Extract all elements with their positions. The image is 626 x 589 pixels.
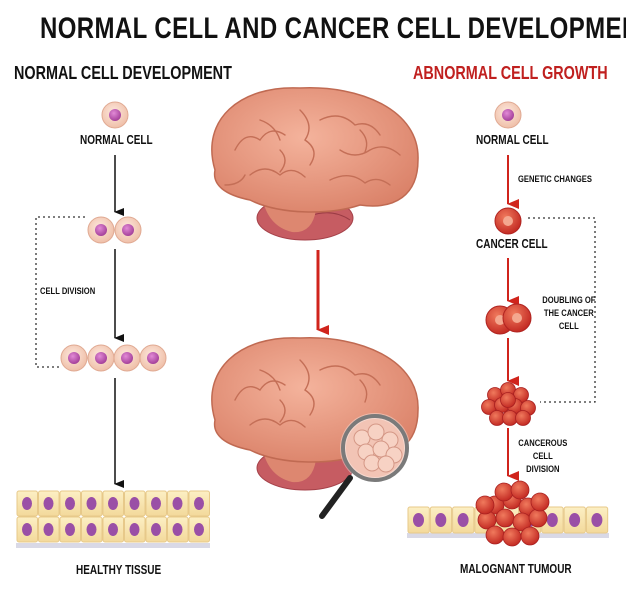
tumour-cell — [494, 482, 514, 502]
normal-cell-label-left: NORMAL CELL — [80, 133, 153, 147]
tissue-nucleus — [172, 523, 183, 536]
cluster-cell — [500, 392, 516, 408]
tissue-nucleus — [457, 513, 469, 527]
cell-division-bracket — [35, 216, 85, 368]
doubling-label: DOUBLING OF THE CANCER CELL — [542, 295, 596, 332]
tissue-nucleus — [22, 523, 32, 536]
tumour-cell — [485, 525, 505, 545]
tissue-nucleus — [413, 513, 424, 527]
healthy-tissue-block — [16, 490, 210, 548]
abnormal-growth-heading: ABNORMAL CELL GROWTH — [413, 63, 608, 83]
tissue-nucleus — [43, 497, 54, 510]
tissue-nucleus — [569, 513, 581, 527]
cancerous-division-label: CANCEROUS CELL DIVISION — [518, 438, 568, 475]
normal-cell-single — [101, 101, 129, 129]
tissue-nucleus — [591, 513, 603, 527]
cell-division-label: CELL DIVISION — [40, 286, 96, 297]
normal-cell-right — [494, 101, 522, 129]
genetic-changes-label: GENETIC CHANGES — [518, 174, 592, 185]
tissue-nucleus — [172, 497, 183, 510]
tumour-cell — [495, 508, 515, 528]
tumour-cell — [502, 527, 522, 547]
normal-development-heading: NORMAL CELL DEVELOPMENT — [14, 63, 232, 83]
tissue-nucleus — [65, 497, 75, 510]
normal-cell-label-right: NORMAL CELL — [476, 133, 549, 147]
tissue-nucleus — [22, 497, 32, 510]
tumour-cell — [528, 508, 548, 528]
page-title: NORMAL CELL AND CANCER CELL DEVELOPMENT — [40, 12, 626, 45]
brain-top — [211, 87, 419, 241]
cancer-cell-pair — [485, 303, 532, 335]
tissue-nucleus — [86, 497, 97, 510]
tissue-nucleus — [86, 523, 97, 536]
tissue-nucleus — [108, 523, 118, 536]
tumour-cell — [510, 480, 530, 500]
magnified-cell — [377, 455, 395, 473]
cancer-cell-label: CANCER CELL — [476, 237, 548, 251]
tissue-nucleus — [65, 523, 75, 536]
tissue-nucleus — [194, 523, 204, 536]
tissue-nucleus — [151, 523, 161, 536]
tissue-nucleus — [129, 497, 140, 510]
tissue-nucleus — [151, 497, 161, 510]
tissue-nucleus — [43, 523, 54, 536]
tumour-cell — [475, 495, 495, 515]
tumour-cell — [530, 492, 550, 512]
normal-cell-pair — [87, 216, 142, 244]
normal-cell-quad — [60, 344, 167, 372]
tissue-nucleus — [546, 513, 558, 527]
healthy-tissue-label: HEALTHY TISSUE — [76, 563, 162, 577]
tissue-nucleus — [194, 497, 204, 510]
cancer-cell-single — [494, 207, 522, 235]
cancer-cell-cluster — [481, 382, 536, 426]
magnified-cell — [367, 423, 385, 441]
tissue-nucleus — [129, 523, 140, 536]
tumour-label: MALOGNANT TUMOUR — [460, 562, 572, 576]
tissue-nucleus — [435, 513, 447, 527]
tumour-tissue-block — [407, 480, 609, 547]
tumour-cell — [520, 526, 540, 546]
tissue-nucleus — [108, 497, 118, 510]
magnifying-glass-icon — [319, 413, 410, 519]
cluster-cell — [515, 410, 531, 426]
